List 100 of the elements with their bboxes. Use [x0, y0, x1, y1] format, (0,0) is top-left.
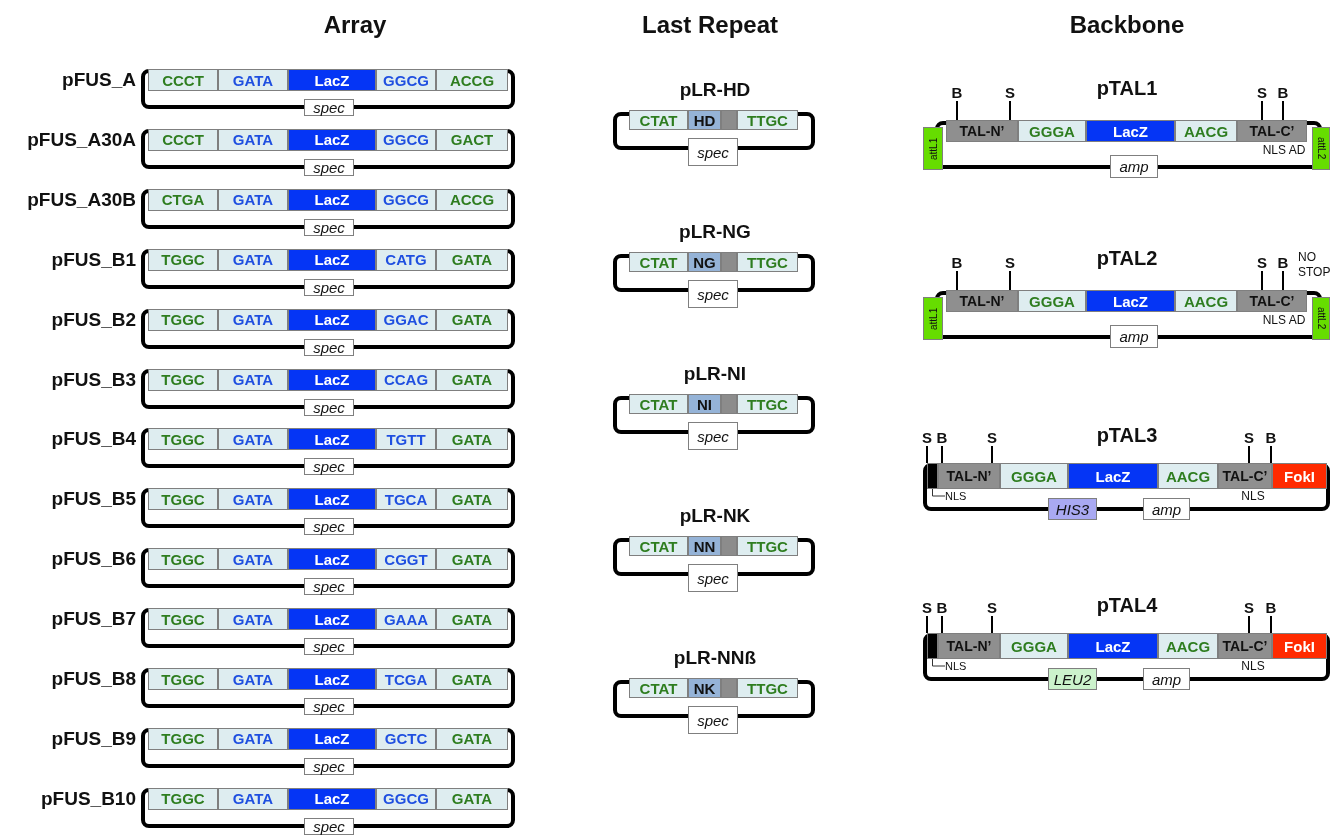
- overhang-segment: CTAT: [629, 678, 688, 698]
- lacz-segment: LacZ: [288, 668, 376, 690]
- lacz-segment: LacZ: [288, 69, 376, 91]
- restriction-site-label: S: [1255, 83, 1269, 101]
- tal-segment: TAL-N’: [938, 463, 1000, 489]
- overhang-segment: CATG: [376, 248, 436, 271]
- plasmid-name: pLR-NK: [678, 504, 752, 528]
- overhang-segment: GATA: [218, 308, 288, 331]
- signal-segment: [927, 463, 938, 489]
- overhang-segment: GATA: [218, 248, 288, 271]
- overhang-segment: TGGC: [148, 488, 218, 511]
- tal-segment: TAL-C’: [1218, 633, 1272, 659]
- segment-label: NLS: [945, 489, 973, 503]
- plasmid-name: pTAL1: [1095, 75, 1159, 101]
- overhang-segment: GATA: [436, 428, 508, 451]
- overhang-segment: TGGC: [148, 548, 218, 571]
- signal-segment: [927, 633, 938, 659]
- plasmid-name: pFUS_B4: [50, 428, 136, 451]
- overhang-segment: TGGC: [148, 727, 218, 750]
- overhang-segment: TTGC: [737, 536, 798, 556]
- overhang-segment: GATA: [218, 608, 288, 631]
- plasmid-name: pFUS_B6: [50, 548, 136, 571]
- plasmid-name: pTAL4: [1095, 592, 1159, 618]
- restriction-site-label: S: [920, 428, 934, 446]
- restriction-site-label: S: [1003, 253, 1017, 271]
- overhang-segment: ACCG: [436, 69, 508, 91]
- marker-gene-box: LEU2: [1048, 668, 1097, 690]
- overhang-segment: GGCG: [376, 188, 436, 211]
- overhang-segment: TGGC: [148, 368, 218, 391]
- plasmid-name: pFUS_B3: [50, 368, 136, 391]
- overhang-segment: GATA: [218, 188, 288, 211]
- overhang-segment: TTGC: [737, 678, 798, 698]
- lacz-segment: LacZ: [288, 128, 376, 151]
- plasmid-name: pLR-NI: [682, 362, 748, 386]
- restriction-site-tick: [926, 445, 928, 464]
- overhang-segment: GATA: [218, 128, 288, 151]
- spacer-segment: [721, 678, 737, 698]
- lacz-segment: LacZ: [288, 308, 376, 331]
- tal-segment: TAL-N’: [938, 633, 1000, 659]
- overhang-segment: GATA: [218, 428, 288, 451]
- lacz-segment: LacZ: [1068, 633, 1158, 659]
- restriction-site-label: S: [1003, 83, 1017, 101]
- restriction-site-tick: [1282, 100, 1284, 121]
- overhang-segment: GATA: [218, 668, 288, 690]
- overhang-segment: GATA: [436, 248, 508, 271]
- resistance-gene-box: spec: [304, 578, 354, 596]
- overhang-segment: CTGA: [148, 188, 218, 211]
- lacz-segment: LacZ: [288, 548, 376, 571]
- overhang-segment: TGGC: [148, 608, 218, 631]
- resistance-gene-box: spec: [304, 99, 354, 116]
- plasmid-name: pFUS_A30A: [26, 128, 136, 151]
- restriction-site-tick: [1261, 270, 1263, 291]
- overhang-segment: GATA: [436, 368, 508, 391]
- lacz-segment: LacZ: [1068, 463, 1158, 489]
- restriction-site-label: B: [1276, 253, 1290, 271]
- overhang-segment: TTGC: [737, 110, 798, 130]
- resistance-gene-box: amp: [1143, 498, 1190, 520]
- plasmid-name: pTAL2: [1095, 245, 1159, 271]
- overhang-segment: TGGC: [148, 248, 218, 271]
- lacz-segment: LacZ: [288, 368, 376, 391]
- overhang-segment: GGGA: [1000, 463, 1068, 489]
- overhang-segment: TGTT: [376, 428, 436, 451]
- restriction-site-label: B: [1264, 428, 1278, 446]
- plasmid-name: pLR-HD: [678, 78, 752, 102]
- overhang-segment: GATA: [436, 548, 508, 571]
- overhang-segment: GATA: [436, 308, 508, 331]
- overhang-segment: CTAT: [629, 394, 688, 414]
- overhang-segment: TCGA: [376, 668, 436, 690]
- resistance-gene-box: spec: [688, 138, 738, 166]
- overhang-segment: GGCG: [376, 128, 436, 151]
- resistance-gene-box: spec: [688, 706, 738, 734]
- column-heading: Array: [323, 11, 387, 39]
- plasmid-name: pLR-NG: [678, 220, 752, 244]
- repeat-variable-segment: NN: [688, 536, 721, 556]
- restriction-site-label: S: [1242, 598, 1256, 616]
- restriction-site-tick: [1282, 270, 1284, 291]
- plasmid-name: pFUS_B9: [50, 727, 136, 750]
- overhang-segment: CTAT: [629, 110, 688, 130]
- overhang-segment: CCCT: [148, 69, 218, 91]
- overhang-segment: GACT: [436, 128, 508, 151]
- plasmid-name: pFUS_A30B: [26, 188, 136, 211]
- overhang-segment: GATA: [218, 69, 288, 91]
- overhang-segment: GCTC: [376, 727, 436, 750]
- segment-label: NLS: [945, 659, 973, 673]
- restriction-site-tick: [1270, 615, 1272, 634]
- plasmid-name: pFUS_B2: [50, 308, 136, 331]
- nuclease-segment: FokI: [1272, 463, 1327, 489]
- overhang-segment: TTGC: [737, 394, 798, 414]
- overhang-segment: GGCG: [376, 69, 436, 91]
- resistance-gene-box: spec: [304, 458, 354, 476]
- column-heading: Backbone: [1069, 11, 1185, 39]
- overhang-segment: GATA: [436, 668, 508, 690]
- overhang-segment: GGCG: [376, 787, 436, 810]
- restriction-site-tick: [941, 445, 943, 464]
- overhang-segment: TGGC: [148, 787, 218, 810]
- spacer-segment: [721, 536, 737, 556]
- feature-label: NLS: [1241, 659, 1265, 673]
- repeat-variable-segment: NG: [688, 252, 721, 272]
- lacz-segment: LacZ: [288, 787, 376, 810]
- plasmid-name: pFUS_B10: [39, 787, 136, 810]
